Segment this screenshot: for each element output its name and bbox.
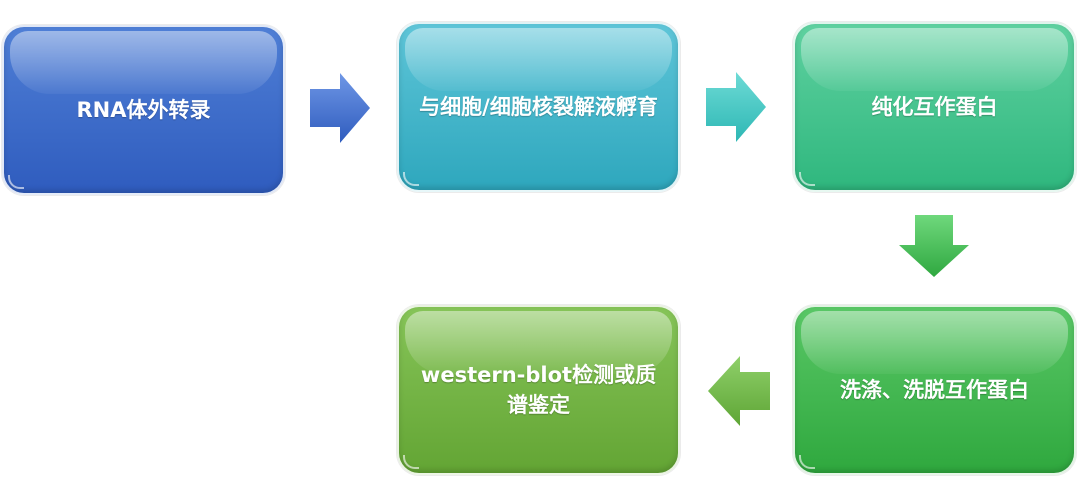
step-2-label: 与细胞/细胞核裂解液孵育 [419, 95, 658, 119]
step-4-label: 洗涤、洗脱互作蛋白 [840, 378, 1029, 402]
step-3-box: 纯化互作蛋白 [793, 22, 1076, 192]
step-1-box: RNA体外转录 [2, 25, 285, 195]
step-1-label: RNA体外转录 [76, 98, 211, 122]
arrow-left-icon [708, 356, 770, 426]
step-5-box: western-blot检测或质谱鉴定 [397, 305, 680, 475]
arrow-right-2-icon [706, 72, 766, 142]
step-5-label: western-blot检测或质谱鉴定 [420, 363, 657, 417]
arrow-right-1-icon [310, 73, 370, 143]
step-3-label: 纯化互作蛋白 [871, 95, 998, 119]
arrow-down-icon [899, 215, 969, 277]
step-2-box: 与细胞/细胞核裂解液孵育 [397, 22, 680, 192]
step-4-box: 洗涤、洗脱互作蛋白 [793, 305, 1076, 475]
